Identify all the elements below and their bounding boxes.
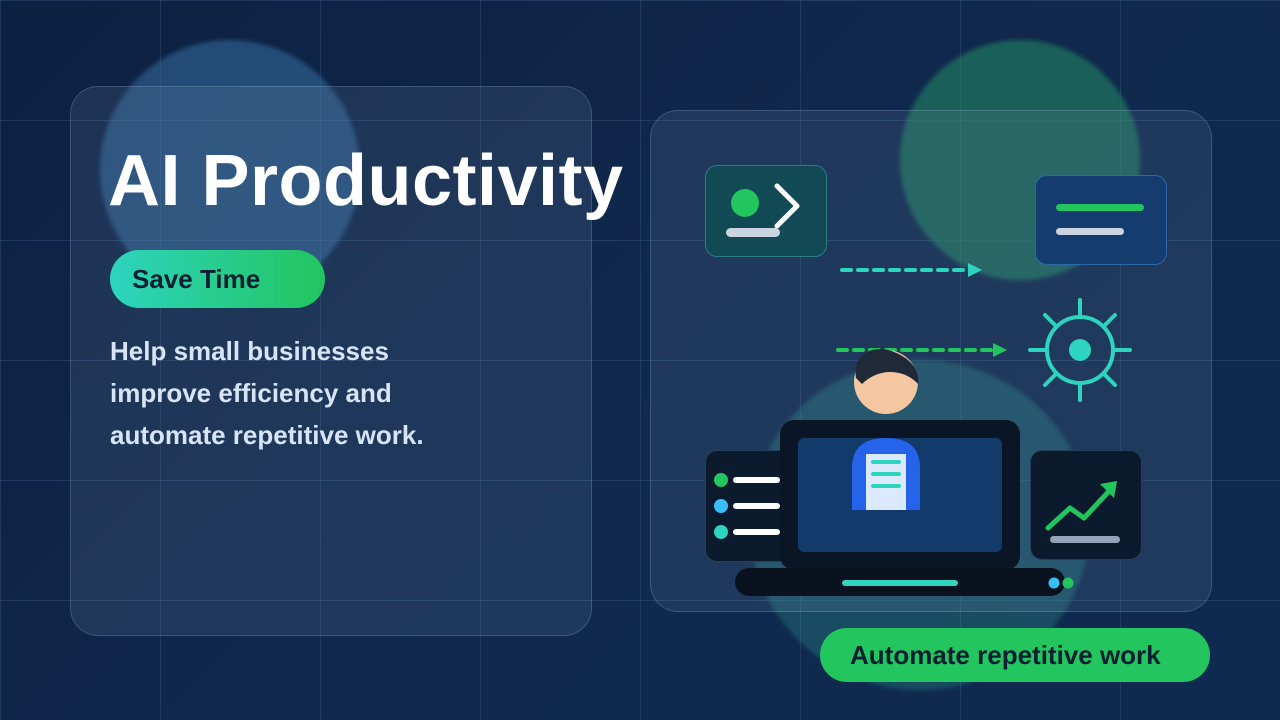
laptop-bar [842, 580, 958, 586]
page-title: AI Productivity [108, 141, 624, 221]
description-line-1: Help small businesses [110, 336, 389, 366]
save-time-badge[interactable]: Save Time [110, 250, 325, 308]
terminal-card [705, 165, 827, 257]
description-line-2: improve efficiency and [110, 378, 392, 408]
person-icon [854, 349, 919, 414]
chart-up-icon [1045, 481, 1120, 543]
gear-icon [1028, 298, 1132, 402]
laptop-status-dots [1048, 577, 1074, 589]
hero-description: Help small businesses improve efficiency… [110, 330, 530, 456]
arrow-right-icon-2 [836, 343, 1007, 357]
message-icon [1056, 204, 1144, 235]
message-card [1035, 175, 1167, 265]
document-icon [852, 438, 920, 510]
hero-panel [70, 86, 592, 636]
automate-work-button[interactable]: Automate repetitive work [820, 628, 1210, 682]
list-icon [714, 473, 780, 539]
description-line-3: automate repetitive work. [110, 420, 424, 450]
arrow-right-icon [840, 263, 982, 277]
terminal-icon [726, 183, 800, 237]
